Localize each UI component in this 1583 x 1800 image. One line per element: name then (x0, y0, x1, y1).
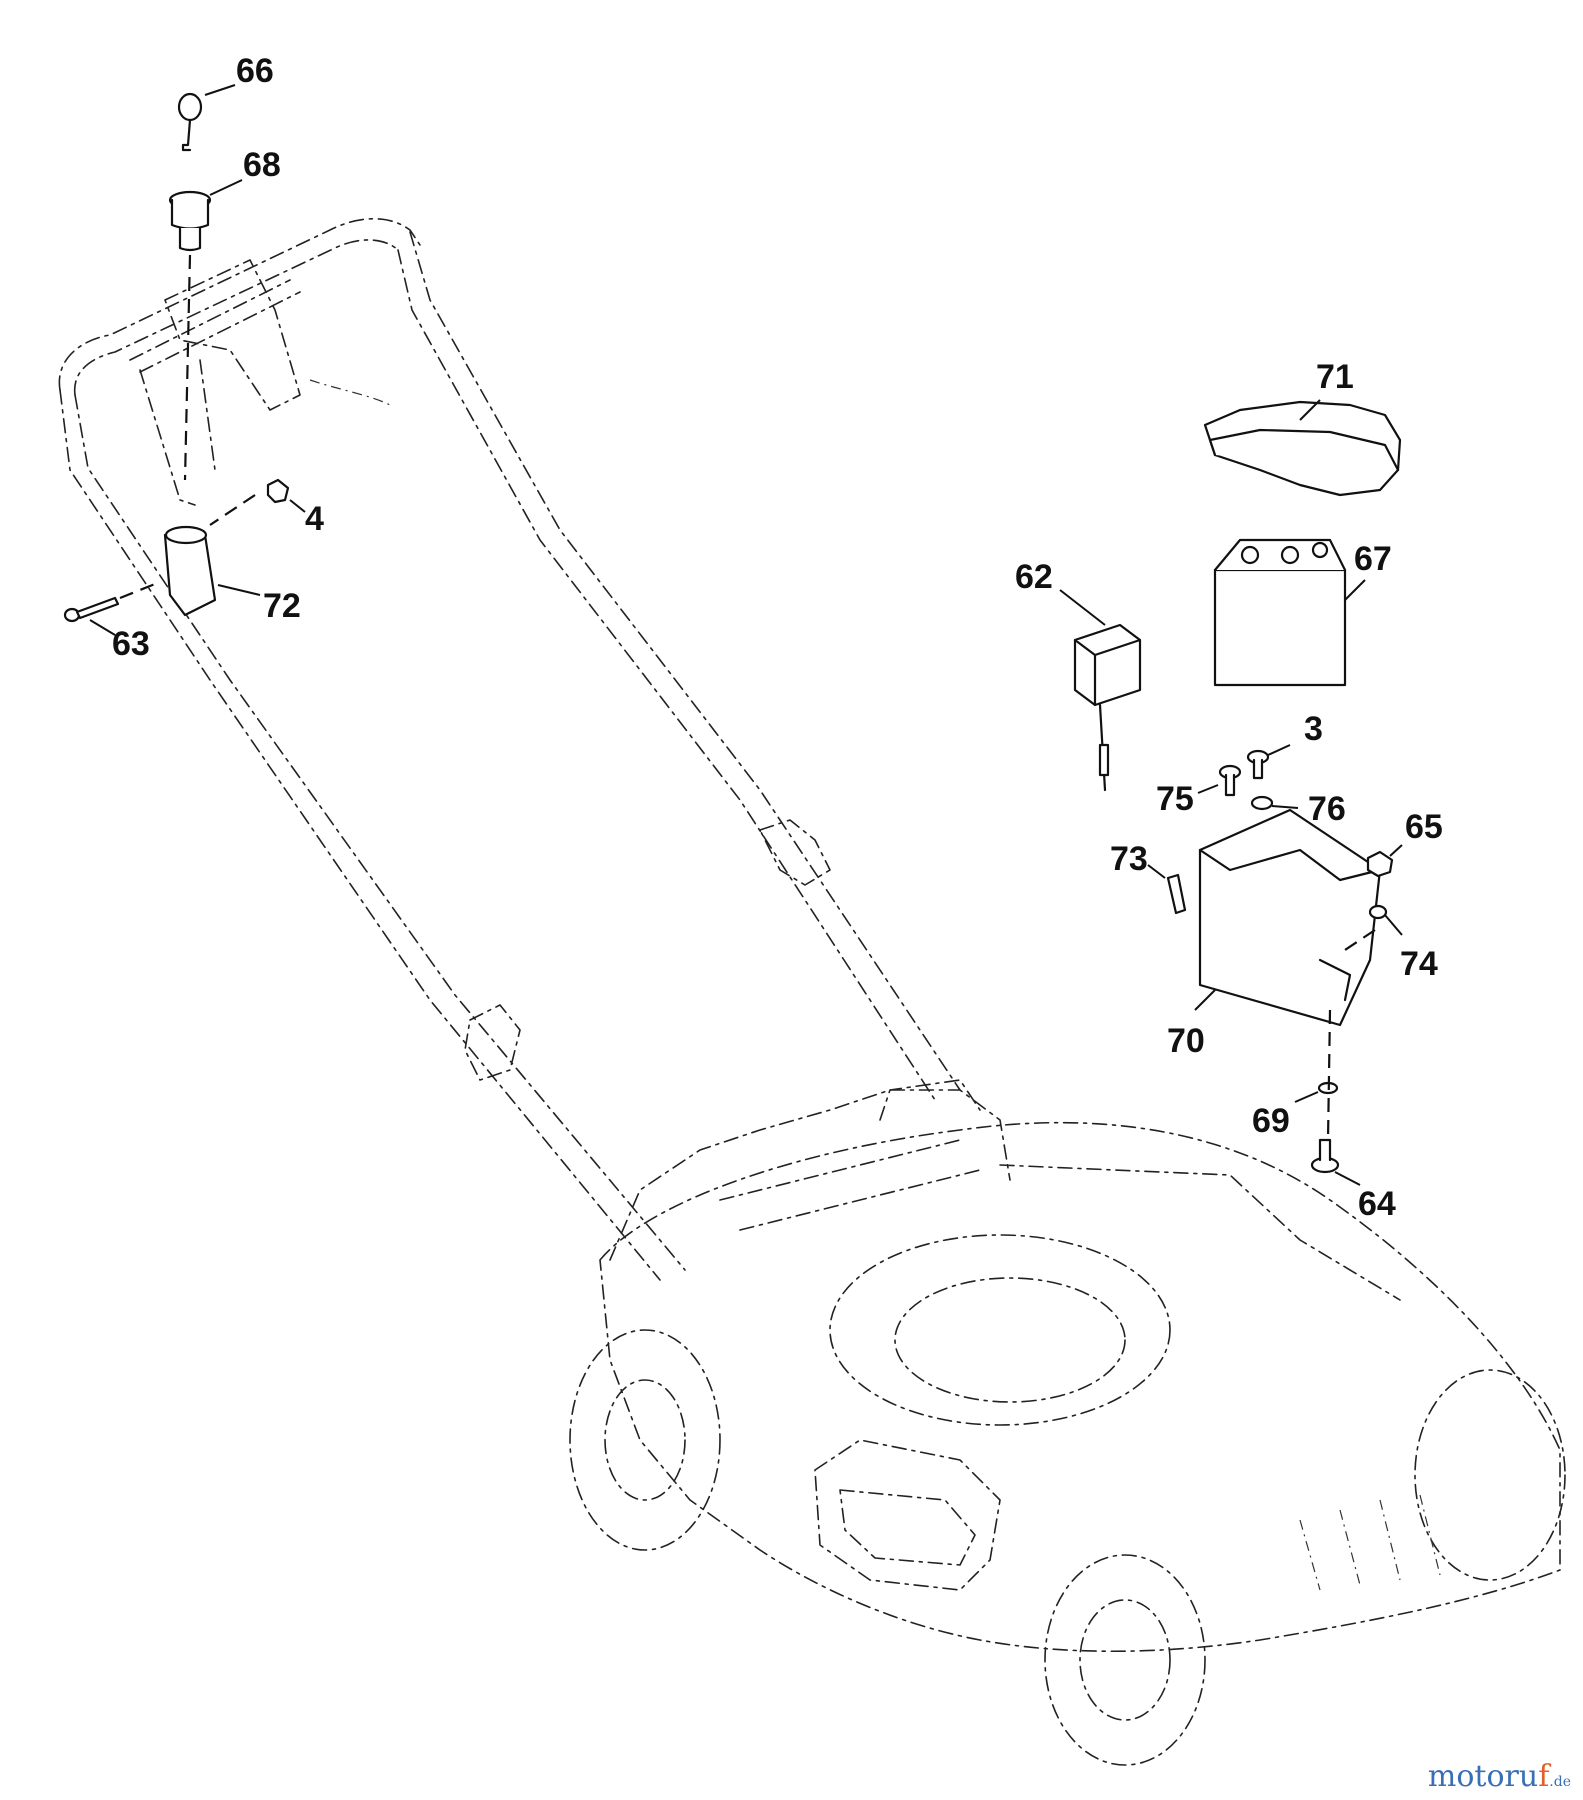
mower-ghost-outline (58, 217, 1566, 1766)
callout-72: 72 (263, 587, 301, 625)
washer-icon (1368, 904, 1388, 920)
callout-71: 71 (1316, 358, 1354, 396)
callout-75: 75 (1156, 780, 1194, 818)
watermark-main: motoru (1427, 1759, 1539, 1794)
callout-64: 64 (1358, 1185, 1396, 1223)
callout-62: 62 (1015, 558, 1053, 596)
callout-63: 63 (112, 625, 150, 663)
callout-76: 76 (1308, 790, 1346, 828)
ignition-key-icon (177, 92, 203, 152)
charger-icon (1073, 623, 1142, 792)
leader-lines (89, 84, 1403, 1186)
nut-icon (1366, 850, 1394, 878)
switch-housing-icon (163, 525, 217, 617)
callout-65: 65 (1405, 808, 1443, 846)
nut-icon (266, 478, 290, 504)
bolt-icon (63, 596, 120, 623)
battery-bracket-icon (1198, 808, 1382, 1027)
watermark-logo: motoruf.de (1428, 1762, 1571, 1792)
callout-4: 4 (305, 500, 324, 538)
callout-73: 73 (1110, 840, 1148, 878)
battery-cover-icon (1203, 400, 1402, 497)
callout-3: 3 (1304, 710, 1323, 748)
clip-icon (1166, 873, 1187, 915)
watermark-accent: f (1538, 1759, 1550, 1794)
callout-70: 70 (1167, 1022, 1205, 1060)
bolt-icon (1310, 1138, 1340, 1174)
callout-68: 68 (243, 146, 281, 184)
watermark-suffix: .de (1549, 1774, 1571, 1790)
screw-icon (1218, 764, 1242, 797)
callout-67: 67 (1354, 540, 1392, 578)
callout-74: 74 (1400, 945, 1438, 983)
battery-icon (1213, 538, 1347, 687)
callout-66: 66 (236, 52, 274, 90)
screw-icon (1246, 749, 1270, 780)
callout-69: 69 (1252, 1102, 1290, 1140)
callout-labels: 66 68 4 72 63 71 67 62 3 75 76 65 73 74 … (112, 52, 1443, 1223)
key-switch-icon (168, 190, 212, 252)
washer-icon (1250, 795, 1274, 811)
